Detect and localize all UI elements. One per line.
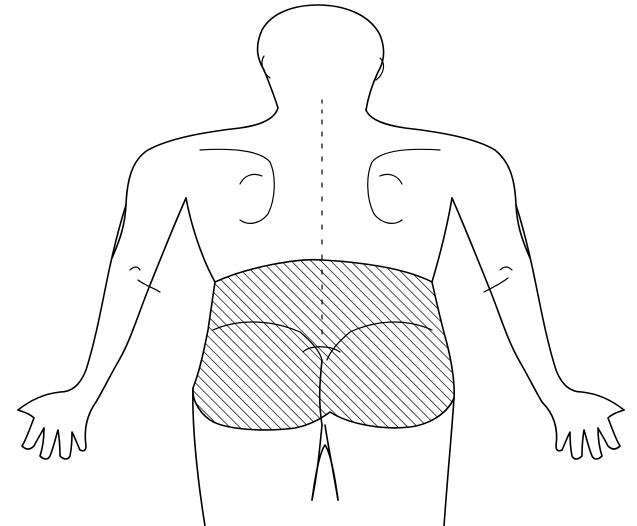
right-arm bbox=[452, 198, 624, 459]
head bbox=[258, 5, 384, 110]
hatched-pain-region bbox=[193, 260, 454, 430]
hatch-fill bbox=[193, 260, 454, 430]
left-arm bbox=[18, 198, 186, 459]
